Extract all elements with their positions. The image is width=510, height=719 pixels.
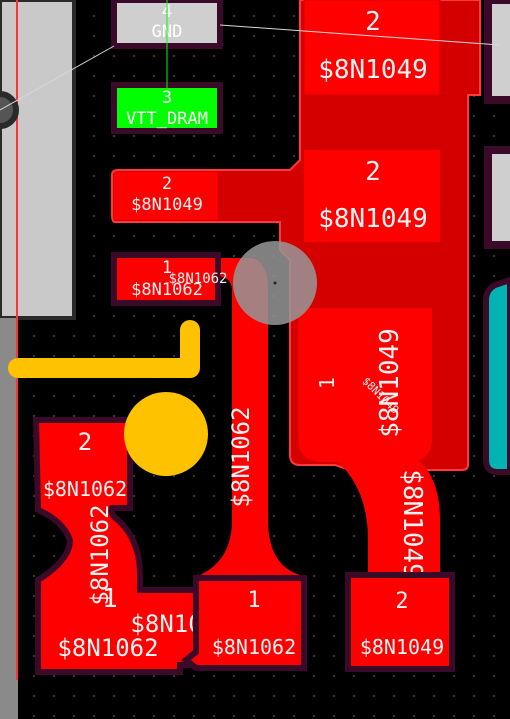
pad-bottom-mid[interactable]: [181, 575, 307, 671]
pad-bottom-left-lower-number: 1: [102, 584, 118, 614]
via-center-dot: [273, 281, 277, 285]
pad-bottom-left-lower-net: $8N1062: [57, 634, 158, 662]
track-center-vertical-net: $8N1062: [227, 406, 255, 507]
pad-mid-right-net: $8N1049: [318, 204, 428, 234]
pad-bottom-mid-number: 1: [247, 588, 260, 613]
pad-vtt-net: VTT_DRAM: [126, 109, 208, 129]
track-right-diagonal-net: $8N1049: [397, 469, 427, 579]
pad-mid-small-upper[interactable]: [114, 172, 218, 220]
track-center-vertical[interactable]: [200, 258, 300, 665]
yellow-track[interactable]: [8, 320, 200, 378]
pad-big-right[interactable]: [298, 308, 432, 462]
pad-mid-small-lower[interactable]: [111, 252, 221, 306]
track-left-vertical-net: $8N1062: [86, 504, 114, 605]
edge-pad-right-top[interactable]: [484, 0, 510, 104]
edge-pad-right-teal[interactable]: [483, 276, 510, 475]
yellow-via[interactable]: [124, 392, 208, 476]
pad-bottom-right[interactable]: [345, 572, 455, 672]
pad-vtt-number: 3: [162, 88, 172, 108]
edge-pad-right-mid[interactable]: [484, 146, 510, 249]
via-left-edge[interactable]: [0, 91, 19, 129]
pad-top-right-number: 2: [365, 7, 381, 37]
pad-bottom-right-number: 2: [395, 589, 408, 614]
ratsnest-line-gnd-right: [219, 24, 501, 46]
pad-mid-right-number: 2: [365, 157, 381, 187]
pad-mid-small-upper-number: 2: [162, 174, 172, 194]
pad-bottom-right-net: $8N1049: [360, 635, 444, 659]
pad-mid-small-upper-net: $8N1049: [131, 195, 203, 215]
pad-mid-right[interactable]: [304, 150, 440, 242]
pad-mid-small-lower-net: $8N1062: [131, 280, 203, 300]
component-body-left-lower: [0, 318, 18, 719]
ratsnest-line-gnd-left: [0, 45, 115, 111]
pad-bottom-mid-net: $8N1062: [212, 635, 296, 659]
pad-bottom-left-upper-net: $8N1062: [43, 477, 127, 501]
pad-big-right-net: $8N1049: [375, 328, 405, 438]
pad-mid-small-lower-overlay-net: $8N1062: [168, 271, 227, 287]
pad-bottom-left-upper-number: 2: [78, 428, 92, 456]
pad-mid-small-lower-number: 1: [162, 258, 172, 278]
component-body-left[interactable]: [0, 0, 76, 320]
pad-top-right[interactable]: [303, 0, 441, 96]
pad-big-right-number: 1: [315, 377, 339, 389]
track-right-diagonal[interactable]: [300, 430, 440, 590]
pad-top-right-net: $8N1049: [318, 55, 428, 85]
